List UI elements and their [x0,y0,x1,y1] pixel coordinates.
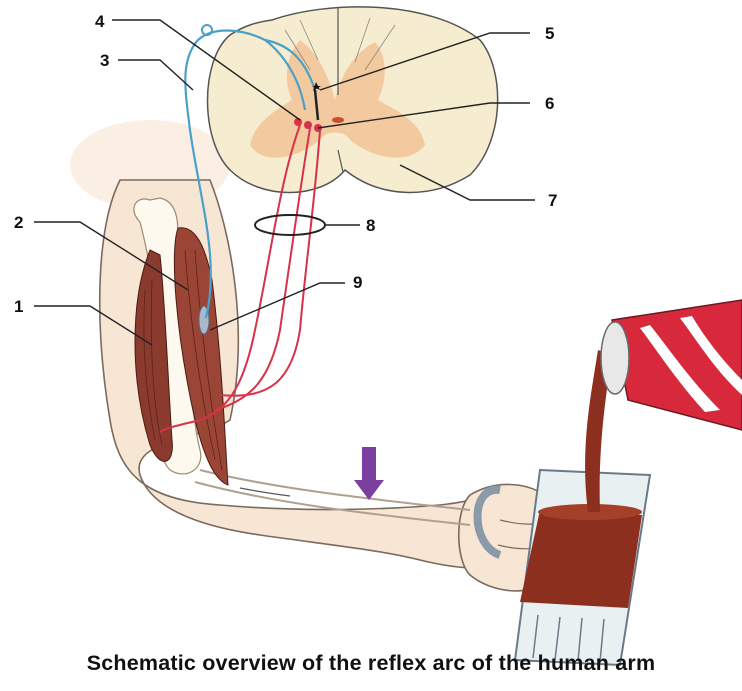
label-3: 3 [100,51,109,70]
ventral-root-ring [255,215,325,235]
label-4: 4 [95,12,105,31]
label-9: 9 [353,273,362,292]
label-1: 1 [14,297,23,316]
label-5: 5 [545,24,554,43]
label-6: 6 [545,94,554,113]
forearm-bone [200,470,470,510]
central-canal [332,117,344,123]
label-8: 8 [366,216,375,235]
leader-line-3 [118,60,193,90]
can [601,300,742,430]
stimulus-arrow [354,447,384,500]
figure-caption: Schematic overview of the reflex arc of … [0,651,742,676]
can-rim [601,322,629,394]
label-7: 7 [548,191,557,210]
glass-drink [520,510,642,608]
label-2: 2 [14,213,23,232]
